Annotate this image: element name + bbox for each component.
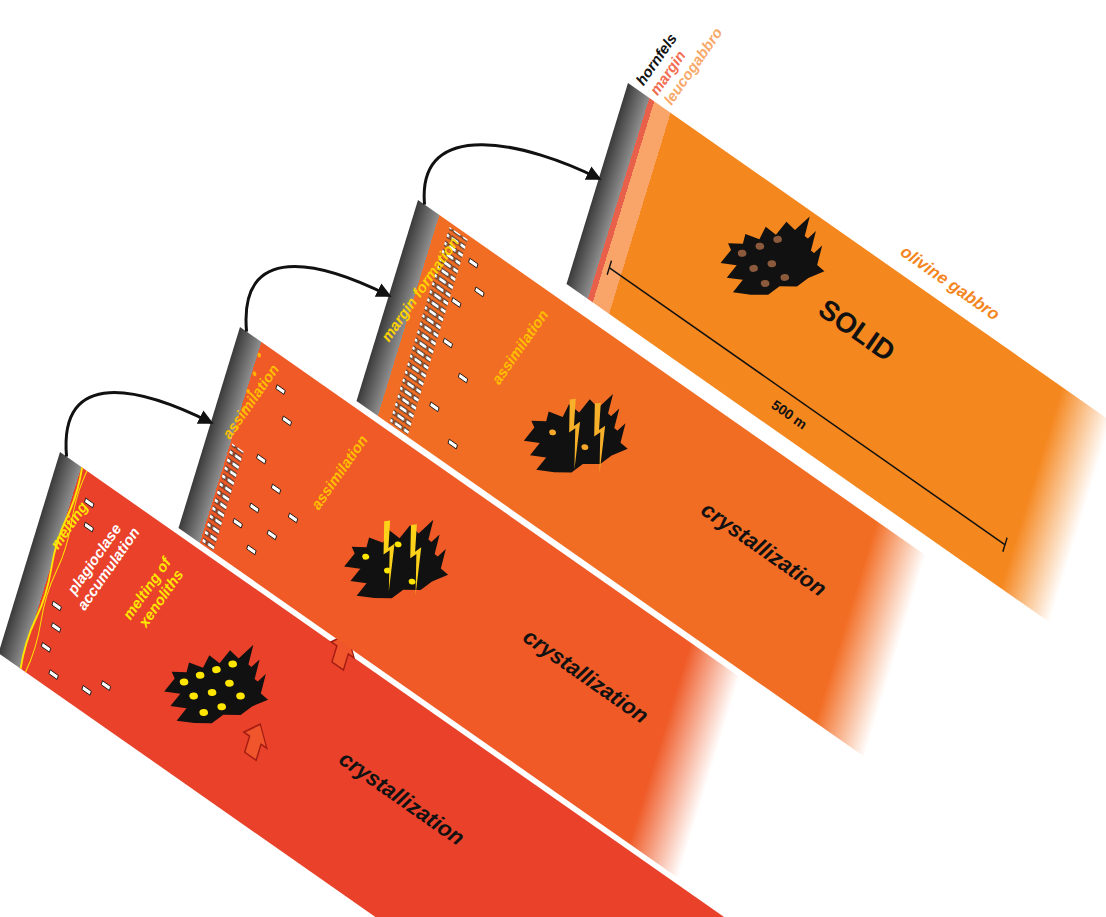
melt-pocket [362, 553, 370, 560]
stage-label: crystallization [697, 497, 831, 601]
melt-pocket [228, 660, 238, 668]
melt-pocket [236, 692, 246, 700]
melt-pocket [581, 444, 589, 451]
plagioclase-crystal [475, 287, 484, 297]
process-label: assimilation [489, 307, 552, 387]
assimilation-flash [561, 399, 588, 470]
plagioclase-crystal [82, 685, 91, 695]
plagioclase-crystal [448, 439, 457, 449]
xenolith [337, 514, 454, 603]
plagioclase-crystal [51, 623, 60, 633]
plagioclase-crystal [84, 522, 93, 532]
stage-label: crystallization [335, 747, 469, 851]
assimilation-flash [376, 521, 403, 592]
plagioclase-crystal [49, 670, 58, 680]
assimilation-flash [402, 524, 429, 595]
flow-arrow [239, 716, 272, 764]
plagioclase-crystal [101, 681, 110, 691]
melt-pocket [217, 703, 227, 711]
process-label: assimilation [219, 362, 282, 442]
altered-pocket [773, 235, 783, 243]
plagioclase-crystal [458, 373, 467, 383]
xenolith [517, 393, 634, 482]
plagioclase-crystal [250, 503, 259, 513]
plagioclase-crystal [469, 258, 478, 268]
process-label: 500 m [768, 397, 809, 432]
xenolith [714, 216, 830, 300]
scale-tick [607, 261, 611, 275]
stage-arrow [246, 266, 389, 331]
xenolith-slab [530, 423, 634, 477]
assimilation-flash [586, 403, 613, 474]
melt-pocket [195, 671, 205, 679]
plagioclase-crystal [452, 298, 461, 308]
xenolith-slab [350, 549, 454, 603]
melt-pocket [179, 678, 189, 686]
plagioclase-crystal [430, 402, 439, 412]
altered-pocket [755, 242, 765, 250]
scale-tick [1003, 538, 1007, 552]
assimilation-dot [252, 371, 257, 377]
altered-pocket [767, 260, 777, 268]
melt-pocket [549, 429, 557, 436]
scale-bar [609, 268, 1005, 545]
melt-pocket [207, 689, 217, 697]
plagioclase-crystal [276, 385, 285, 395]
plagioclase-crystal [271, 484, 280, 494]
plagioclase-crystal [52, 601, 61, 611]
melt-pocket [408, 578, 416, 585]
melt-pocket [225, 679, 235, 687]
xenolith-slab [726, 246, 830, 300]
process-label: melting of xenoliths [114, 546, 194, 640]
process-label: assimilation [308, 432, 371, 512]
plagioclase-crystal [443, 338, 452, 348]
melt-line [19, 466, 84, 669]
altered-pocket [760, 279, 770, 287]
stage-label: olivine gabbro [897, 243, 1003, 325]
stage-label: SOLID [813, 294, 901, 368]
melt-pocket [212, 666, 222, 674]
assimilation-dot [257, 352, 262, 358]
plagioclase-crystal [247, 545, 256, 555]
plagioclase-crystal [41, 642, 50, 652]
xenolith-slab [170, 674, 274, 728]
altered-pocket [749, 264, 759, 272]
xenolith [158, 644, 274, 728]
crystal-band [202, 444, 244, 551]
plagioclase-crystal [267, 530, 276, 540]
plagioclase-crystal [257, 454, 266, 464]
melt-pocket [189, 692, 199, 700]
plagioclase-crystal [233, 518, 242, 528]
plagioclase-crystal [288, 513, 297, 523]
altered-pocket [780, 273, 790, 281]
altered-pocket [737, 249, 747, 257]
stage-label: crystallization [519, 624, 653, 728]
stage-arrow [66, 393, 211, 457]
plagioclase-crystal [282, 416, 291, 426]
melt-pocket [394, 541, 402, 548]
stage-arrow [424, 145, 599, 205]
melt-pocket [199, 709, 209, 717]
